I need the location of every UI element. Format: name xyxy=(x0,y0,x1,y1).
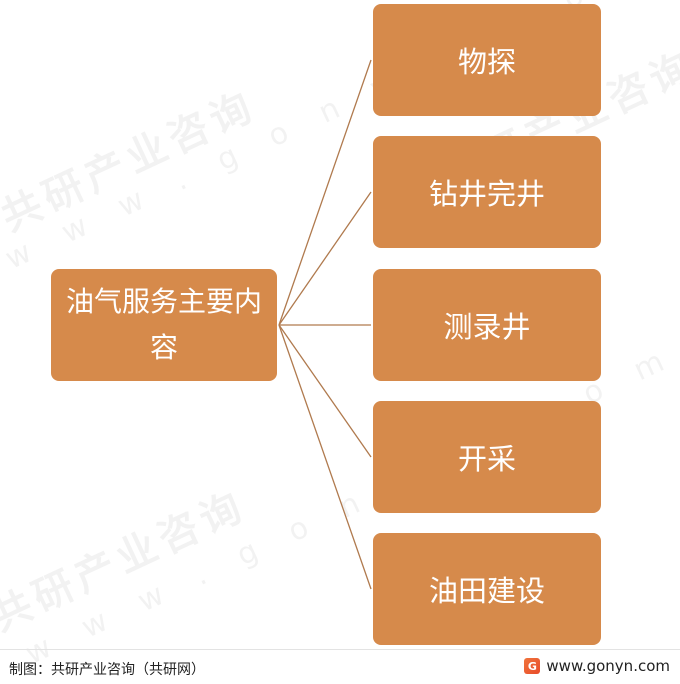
child-label: 测录井 xyxy=(443,310,531,344)
child-node-2: 钻井完井 xyxy=(373,136,601,248)
footer-source: 制图：共研产业咨询（共研网） xyxy=(9,662,205,678)
footer-divider xyxy=(0,649,680,650)
connector-line-1 xyxy=(278,59,372,326)
website-link[interactable]: www.gonyn.com xyxy=(546,657,670,675)
connector-line-2 xyxy=(278,191,372,326)
connector-line-5 xyxy=(278,324,372,590)
child-node-3: 测录井 xyxy=(373,269,601,381)
child-node-1: 物探 xyxy=(373,4,601,116)
child-label: 物探 xyxy=(457,45,516,79)
child-label: 油田建设 xyxy=(428,574,545,608)
child-node-4: 开采 xyxy=(373,401,601,513)
footer-website[interactable]: G www.gonyn.com xyxy=(524,657,670,675)
child-label: 钻井完井 xyxy=(428,177,545,211)
root-node: 油气服务主要内容 xyxy=(51,269,277,381)
child-node-5: 油田建设 xyxy=(373,533,601,645)
gonyn-logo-icon: G xyxy=(524,658,541,674)
root-label: 油气服务主要内容 xyxy=(65,285,262,364)
connector-line-4 xyxy=(278,324,372,458)
child-label: 开采 xyxy=(457,442,516,476)
